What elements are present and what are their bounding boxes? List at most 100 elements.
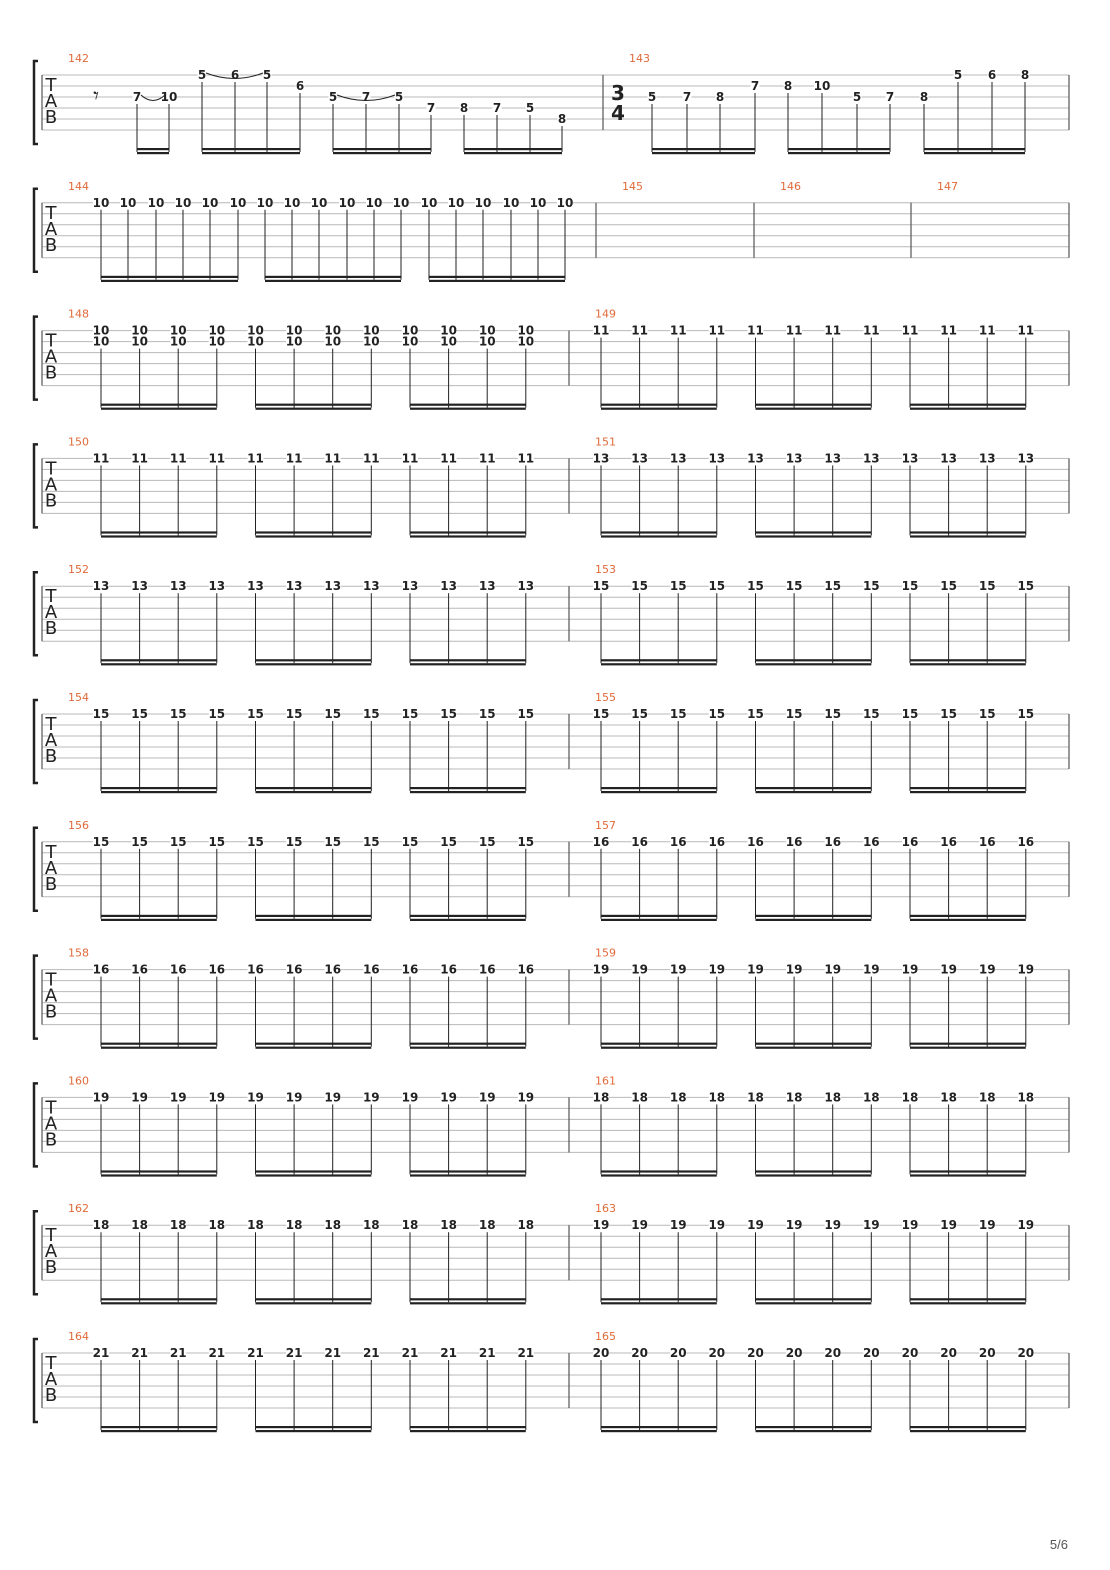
fret-background [593, 1219, 609, 1232]
measure-number: 147 [937, 180, 958, 193]
fret-number: 19 [208, 1090, 225, 1104]
fret-number: 21 [402, 1346, 419, 1360]
fret-number: 18 [93, 1218, 110, 1232]
fret-background [440, 835, 457, 848]
beam [601, 1426, 717, 1429]
fret-background [517, 1091, 534, 1104]
fret-background [708, 963, 725, 976]
fret-background [786, 708, 803, 720]
fret-background [530, 196, 546, 209]
fret-number: 15 [131, 707, 148, 721]
tab-clef-letter: A [45, 986, 58, 1007]
measure-number: 165 [595, 1330, 616, 1343]
measure-number: 154 [68, 691, 89, 704]
fret-number: 10 [503, 196, 520, 210]
beam [410, 1426, 526, 1429]
beam [410, 1302, 526, 1305]
fret-background [747, 324, 764, 337]
fret-background [593, 580, 609, 593]
beam [101, 403, 217, 406]
fret-background [131, 1347, 148, 1359]
fret-number: 11 [670, 324, 687, 338]
fret-number: 13 [402, 579, 419, 593]
fret-background [631, 324, 648, 337]
fret-number: 18 [747, 1090, 764, 1104]
tab-clef-letter: B [45, 363, 57, 384]
fret-background [363, 335, 380, 348]
fret-background [631, 1091, 648, 1104]
measure-number: 161 [595, 1074, 616, 1087]
fret-number: 19 [131, 1090, 148, 1104]
fret-number: 16 [786, 835, 803, 849]
fret-number: 13 [363, 579, 380, 593]
fret-number: 20 [670, 1346, 687, 1360]
beam [101, 535, 217, 538]
beam [601, 1298, 717, 1301]
fret-background [1017, 1219, 1034, 1232]
fret-number: 11 [593, 324, 610, 338]
fret-background [440, 1347, 457, 1359]
fret-number: 13 [902, 451, 919, 465]
fret-number: 19 [670, 1218, 687, 1232]
fret-background [708, 1219, 725, 1232]
fret-number: 11 [786, 324, 803, 338]
tab-clef-letter: T [45, 458, 58, 479]
beam [910, 918, 1026, 921]
fret-number: 21 [517, 1346, 534, 1360]
fret-number: 15 [979, 707, 996, 721]
fret-number: 15 [517, 707, 534, 721]
fret-background [479, 963, 496, 976]
fret-background [940, 324, 957, 337]
fret-number: 15 [402, 707, 419, 721]
fret-background [208, 1219, 225, 1232]
beam [137, 152, 169, 155]
fret-number: 16 [440, 963, 457, 977]
fret-number: 8 [558, 112, 566, 126]
fret-background [863, 1091, 880, 1104]
fret-number: 15 [940, 707, 957, 721]
fret-number: 19 [1017, 963, 1034, 977]
fret-background [175, 196, 191, 209]
fret-background [670, 1347, 687, 1359]
beam [601, 791, 717, 794]
fret-background [670, 452, 687, 465]
fret-background [93, 324, 109, 337]
fret-number: 18 [940, 1090, 957, 1104]
fret-background [593, 1091, 609, 1104]
fret-background [863, 580, 880, 593]
tab-clef-letter: A [45, 1241, 58, 1262]
beam [101, 407, 217, 410]
beam [464, 152, 562, 155]
fret-background [863, 963, 880, 976]
tab-clef-letter: T [45, 714, 58, 735]
beam [101, 275, 238, 278]
fret-number: 15 [131, 835, 148, 849]
beam [101, 279, 238, 282]
beam [910, 1046, 1026, 1049]
fret-background [440, 963, 457, 976]
fret-background [247, 1219, 264, 1232]
system-bracket [32, 954, 38, 1040]
fret-background [247, 835, 264, 848]
fret-number: 16 [479, 963, 496, 977]
fret-background [230, 69, 240, 81]
fret-background [131, 1091, 148, 1104]
fret-number: 18 [631, 1090, 648, 1104]
slur [336, 94, 396, 101]
fret-background [170, 835, 187, 848]
fret-number: 19 [402, 1090, 419, 1104]
beam [101, 914, 217, 917]
fret-background [402, 835, 418, 848]
fret-number: 21 [363, 1346, 380, 1360]
fret-background [852, 91, 862, 103]
fret-number: 13 [440, 579, 457, 593]
fret-number: 11 [979, 324, 996, 338]
fret-background [940, 1091, 957, 1104]
fret-background [363, 580, 380, 593]
beam [101, 1170, 217, 1173]
beam [410, 407, 526, 410]
fret-background [670, 835, 687, 848]
